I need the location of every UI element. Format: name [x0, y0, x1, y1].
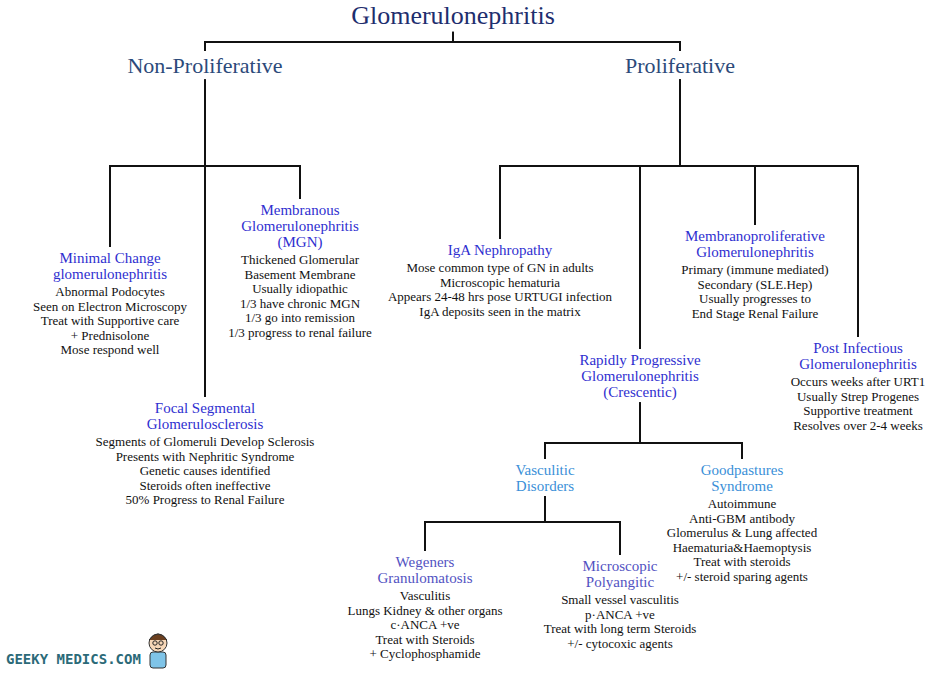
node-heading: Goodpastures Syndrome [687, 462, 797, 494]
node-heading: Post Infectious Glomerulonephritis [788, 340, 928, 372]
tree-connector [640, 402, 742, 459]
tree-connector [204, 80, 206, 397]
disease-node: Rapidly Progressive Glomerulonephritis (… [560, 352, 720, 400]
node-heading: Membranous Glomerulonephritis (MGN) [230, 202, 370, 250]
node-detail: End Stage Renal Failure [670, 307, 840, 322]
disease-node: Focal Segmental GlomerulosclerosisSegmen… [96, 400, 315, 508]
node-heading: Glomerulonephritis [351, 2, 555, 30]
node-detail: 1/3 progress to renal failure [228, 326, 372, 341]
node-detail: Usually idiopathic [228, 282, 372, 297]
node-detail: Appears 24-48 hrs pose URTUGI infection [388, 290, 612, 305]
disease-node: Minimal Change glomerulonephritisAbnorma… [33, 250, 187, 358]
node-detail: Vasculitis [347, 589, 502, 604]
node-detail: Basement Membrane [228, 268, 372, 283]
node-detail: Thickened Glomerular [228, 253, 372, 268]
disease-node: Membranous Glomerulonephritis (MGN) Thick… [228, 202, 372, 340]
tree-connector [640, 80, 680, 349]
node-detail: IgA deposits seen in the matrix [388, 305, 612, 320]
node-detail: Resolves over 2-4 weeks [788, 419, 928, 434]
node-heading: Vasculitic Disorders [495, 462, 595, 494]
node-detail: Usually progresses to [670, 292, 840, 307]
node-heading: Membranoproliferative Glomerulonephritis [670, 228, 840, 260]
node-detail: Autoimmune [667, 497, 817, 512]
tree-connector [500, 80, 680, 239]
node-detail: +/- steroid sparing agents [667, 570, 817, 585]
node-detail: Seen on Electron Microscopy [33, 300, 187, 315]
tree-connector [545, 402, 640, 459]
node-detail: + Prednisolone [33, 329, 187, 344]
node-heading: Focal Segmental Glomerulosclerosis [120, 400, 290, 432]
tree-connector [453, 32, 680, 51]
node-heading: Microscopic Polyangitic [565, 558, 675, 590]
node-detail: Haematuria&Haemoptysis [667, 541, 817, 556]
disease-node: IgA NephropathyMose common type of GN in… [388, 242, 612, 319]
node-detail: Secondary (SLE.Hep) [670, 278, 840, 293]
disease-node: Microscopic PolyangiticSmall vessel vasc… [544, 558, 697, 651]
node-heading: Proliferative [625, 54, 735, 78]
node-detail: + Cyclophosphamide [347, 647, 502, 662]
node-detail: Small vessel vasculitis [544, 593, 697, 608]
node-detail: p·ANCA +ve [544, 608, 697, 623]
node-detail: Anti-GBM antibody [667, 512, 817, 527]
node-detail: Treat with Steroids [347, 633, 502, 648]
node-heading: Non-Proliferative [127, 54, 282, 78]
category-heading: Non-Proliferative [127, 54, 282, 78]
node-detail: Supportive treatment [788, 404, 928, 419]
node-detail: Segments of Glomeruli Develop Sclerosis [96, 435, 315, 450]
tree-connector [110, 80, 205, 247]
node-detail: Lungs Kidney & other organs [347, 604, 502, 619]
watermark-logo: GEEKY MEDICS.COM [6, 651, 141, 667]
node-detail: Treat with Supportive care [33, 314, 187, 329]
disease-node: Goodpastures SyndromeAutoimmuneAnti-GBM … [667, 462, 817, 584]
disease-node: Membranoproliferative Glomerulonephritis… [670, 228, 840, 321]
tree-connector [205, 32, 453, 51]
node-detail: +/- cytocoxic agents [544, 637, 697, 652]
node-detail: Steroids often ineffective [96, 479, 315, 494]
node-detail: Abnormal Podocytes [33, 285, 187, 300]
node-detail: 1/3 have chronic MGN [228, 297, 372, 312]
tree-connector [425, 496, 545, 551]
mascot-figure [149, 634, 167, 668]
disease-node: Post Infectious GlomerulonephritisOccurs… [788, 340, 928, 433]
node-heading: Wegeners Granulomatosis [365, 554, 485, 586]
node-detail: Mose common type of GN in adults [388, 261, 612, 276]
node-detail: c·ANCA +ve [347, 618, 502, 633]
tree-connector [205, 80, 300, 199]
node-detail: 1/3 go into remission [228, 311, 372, 326]
node-heading: Minimal Change glomerulonephritis [35, 250, 185, 282]
tree-connector [680, 80, 755, 225]
node-detail: Microscopic hematuria [388, 276, 612, 291]
node-detail: Genetic causes identified [96, 464, 315, 479]
root-heading: Glomerulonephritis [351, 2, 555, 30]
node-detail: Treat with steroids [667, 555, 817, 570]
node-heading: Rapidly Progressive Glomerulonephritis (… [560, 352, 720, 400]
node-heading: IgA Nephropathy [400, 242, 600, 258]
category-heading: Proliferative [625, 54, 735, 78]
node-detail: 50% Progress to Renal Failure [96, 493, 315, 508]
tree-connector [545, 496, 620, 555]
node-detail: Mose respond well [33, 343, 187, 358]
node-detail: Glomerulus & Lung affected [667, 526, 817, 541]
disease-node: Wegeners GranulomatosisVasculitisLungs K… [347, 554, 502, 662]
node-detail: Occurs weeks after URT1 [788, 375, 928, 390]
node-detail: Presents with Nephritic Syndrome [96, 450, 315, 465]
node-detail: Primary (immune mediated) [670, 263, 840, 278]
node-detail: Usually Strep Progenes [788, 390, 928, 405]
node-detail: Treat with long term Steroids [544, 622, 697, 637]
disease-node: Vasculitic Disorders [495, 462, 595, 494]
